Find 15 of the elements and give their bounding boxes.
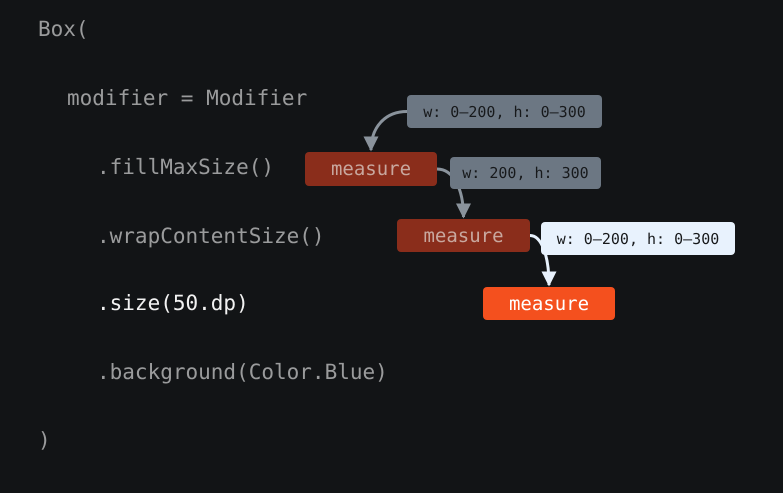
edge-label: w: 0–200, h: 0–300 [541, 222, 735, 255]
measure-box: measure [483, 287, 615, 320]
measure-box: measure [397, 219, 530, 252]
code-line: .fillMaxSize() [97, 154, 274, 180]
code-line: .background(Color.Blue) [97, 359, 388, 385]
code-line: .wrapContentSize() [97, 223, 325, 249]
code-line: .size(50.dp) [97, 290, 249, 316]
edge-label: w: 200, h: 300 [450, 157, 601, 189]
code-line: modifier = Modifier [67, 85, 308, 111]
constraint-box: w: 0–200, h: 0–300 [407, 95, 602, 128]
arrow [530, 234, 556, 286]
code-line: Box( [38, 16, 89, 42]
arrow [364, 110, 408, 152]
code-line: ) [38, 427, 51, 453]
measure-box: measure [305, 152, 437, 186]
